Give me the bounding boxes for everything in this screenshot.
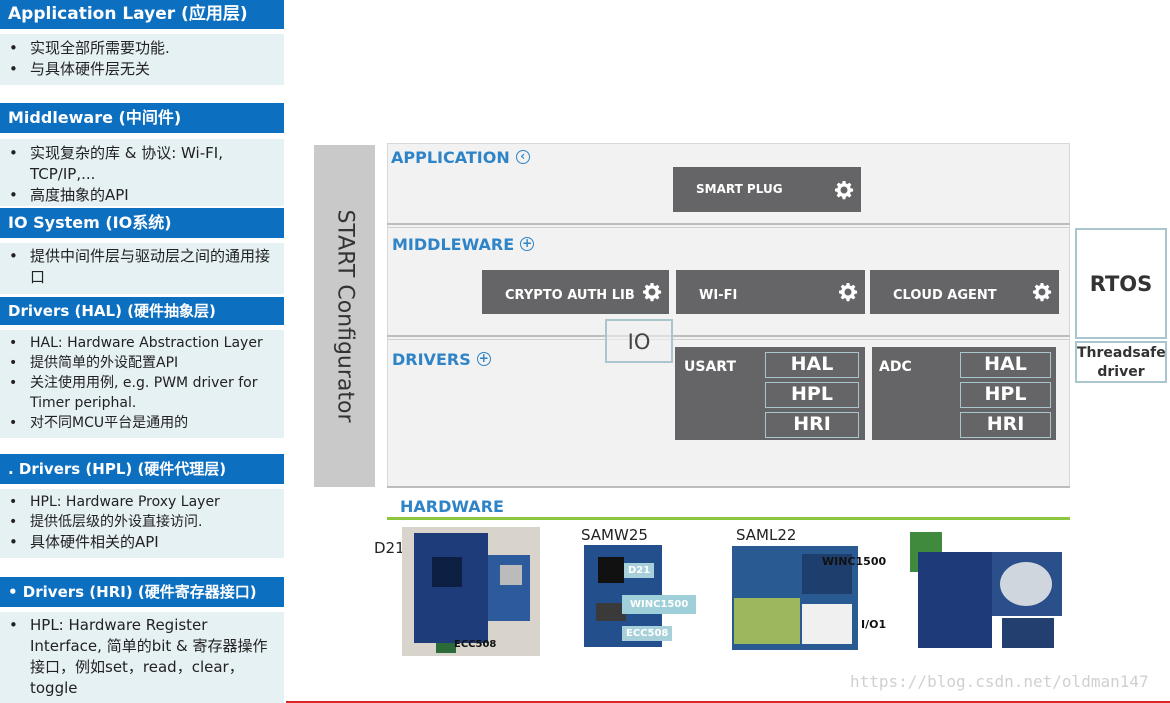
hri-register: HRI bbox=[765, 412, 859, 438]
list-item: 高度抽象的API bbox=[8, 185, 278, 206]
hardware-label: HARDWARE bbox=[400, 497, 504, 516]
hpl-register: HPL bbox=[765, 382, 859, 408]
middleware-label: MIDDLEWARE+ bbox=[392, 235, 535, 254]
usart-block: USART HAL HPL HRI bbox=[675, 347, 865, 440]
hri-register: HRI bbox=[960, 412, 1051, 438]
layer-divider bbox=[387, 223, 1070, 225]
drivers-label: DRIVERS+ bbox=[392, 350, 491, 369]
circle-arrow-icon: ‹ bbox=[515, 149, 530, 164]
footer-line bbox=[286, 701, 1170, 703]
usart-label: USART bbox=[684, 359, 736, 375]
list-item: 提供中间件层与驱动层之间的通用接口 bbox=[8, 246, 278, 288]
layer-divider bbox=[387, 486, 1070, 488]
configurator-label: START Configurator bbox=[332, 209, 357, 423]
board-tag: D21 bbox=[624, 563, 655, 578]
application-label: APPLICATION‹ bbox=[391, 148, 530, 167]
smart-plug-box: SMART PLUG bbox=[673, 167, 861, 212]
list-item: HPL: Hardware Register Interface, 简单的bit… bbox=[8, 615, 278, 699]
cloud-agent-box: CLOUD AGENT bbox=[870, 270, 1059, 314]
layer-divider bbox=[387, 227, 1070, 228]
hpl-register: HPL bbox=[960, 382, 1051, 408]
board-title-samw25: SAMW25 bbox=[581, 526, 648, 544]
section-body-application: 实现全部所需要功能. 与具体硬件层无关 bbox=[0, 34, 284, 85]
layer-divider bbox=[387, 335, 1070, 337]
section-header-io-system: IO System (IO系统) bbox=[0, 208, 284, 238]
list-item: 实现复杂的库 & 协议: Wi-FI, TCP/IP,... bbox=[8, 143, 278, 185]
section-header-drivers-hal: Drivers (HAL) (硬件抽象层) bbox=[0, 297, 284, 325]
section-body-drivers-hri: HPL: Hardware Register Interface, 简单的bit… bbox=[0, 612, 284, 703]
list-item: HPL: Hardware Proxy Layer bbox=[8, 492, 278, 512]
board-tag: ECC508 bbox=[622, 626, 673, 641]
list-item: 具体硬件相关的API bbox=[8, 532, 278, 552]
crypto-auth-lib-box: CRYPTO AUTH LIB bbox=[482, 270, 669, 314]
wifi-box: WI-FI bbox=[676, 270, 865, 314]
adc-block: ADC HAL HPL HRI bbox=[872, 347, 1056, 440]
gear-icon bbox=[834, 180, 854, 200]
section-body-middleware: 实现复杂的库 & 协议: Wi-FI, TCP/IP,... 高度抽象的API bbox=[0, 139, 284, 206]
gear-icon bbox=[1032, 282, 1052, 302]
list-item: HAL: Hardware Abstraction Layer bbox=[8, 333, 278, 353]
board-title-d21: D21 bbox=[374, 539, 405, 557]
section-header-drivers-hpl: . Drivers (HPL) (硬件代理层) bbox=[0, 454, 284, 484]
section-header-application: Application Layer (应用层) bbox=[0, 0, 284, 29]
board-tag: WINC1500 bbox=[622, 595, 697, 614]
gear-icon bbox=[642, 282, 662, 302]
rtos-box: RTOS bbox=[1075, 228, 1167, 339]
section-header-drivers-hri: • Drivers (HRI) (硬件寄存器接口) bbox=[0, 577, 284, 607]
hal-register: HAL bbox=[765, 352, 859, 378]
board-tag: WINC1500 bbox=[822, 555, 887, 568]
layer-divider bbox=[387, 339, 1070, 340]
section-body-drivers-hpl: HPL: Hardware Proxy Layer 提供低层级的外设直接访问. … bbox=[0, 489, 284, 558]
threadsafe-driver-box: Threadsafe driver bbox=[1075, 341, 1167, 383]
list-item: 提供低层级的外设直接访问. bbox=[8, 512, 278, 532]
list-item: 与具体硬件层无关 bbox=[8, 59, 278, 80]
adc-label: ADC bbox=[879, 359, 912, 375]
board-title-saml22: SAML22 bbox=[736, 526, 797, 544]
gear-icon bbox=[838, 282, 858, 302]
list-item: 实现全部所需要功能. bbox=[8, 38, 278, 59]
list-item: 关注使用用例, e.g. PWM driver for Timer periph… bbox=[8, 373, 278, 413]
circle-plus-icon: + bbox=[476, 350, 491, 366]
list-item: 提供简单的外设配置API bbox=[8, 353, 278, 373]
section-body-io-system: 提供中间件层与驱动层之间的通用接口 bbox=[0, 243, 284, 294]
watermark: https://blog.csdn.net/oldman147 bbox=[850, 672, 1149, 691]
board-image-saml22 bbox=[732, 546, 858, 650]
board-tag: I/O1 bbox=[861, 618, 887, 631]
board-image-4 bbox=[908, 532, 1064, 650]
hal-register: HAL bbox=[960, 352, 1051, 378]
board-tag: ECC508 bbox=[454, 639, 497, 650]
circle-plus-icon: + bbox=[520, 235, 535, 251]
section-body-drivers-hal: HAL: Hardware Abstraction Layer 提供简单的外设配… bbox=[0, 330, 284, 438]
io-box: IO bbox=[605, 319, 673, 363]
hardware-divider bbox=[387, 517, 1070, 520]
list-item: 对不同MCU平台是通用的 bbox=[8, 413, 278, 433]
start-configurator-bar: START Configurator bbox=[314, 145, 375, 487]
section-header-middleware: Middleware (中间件) bbox=[0, 103, 284, 133]
board-image-d21: ECC508 bbox=[402, 527, 540, 656]
